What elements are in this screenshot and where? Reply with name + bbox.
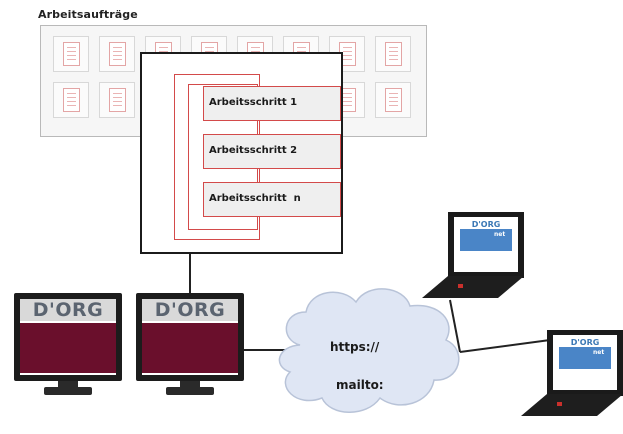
laptop-keyboard xyxy=(422,276,522,298)
work-order-card xyxy=(53,36,89,72)
cloud-label-mailto: mailto: xyxy=(336,378,384,392)
dorg-logo: D'ORG xyxy=(20,299,116,321)
cloud-shape xyxy=(278,288,460,413)
dorg-logo: D'ORG xyxy=(142,299,238,321)
work-step-n: Arbeitsschritt n xyxy=(203,182,341,217)
work-step-2: Arbeitsschritt 2 xyxy=(203,134,341,169)
cloud-label-https: https:// xyxy=(330,340,380,354)
work-order-card xyxy=(375,36,411,72)
work-order-card xyxy=(375,82,411,118)
net-label: net xyxy=(494,231,506,238)
net-label: net xyxy=(593,349,605,356)
work-order-card xyxy=(99,82,135,118)
line-cloud-to-laptop-top xyxy=(449,299,461,353)
dorg-net-logo: D'ORG xyxy=(570,338,600,347)
work-order-card xyxy=(99,36,135,72)
work-order-card xyxy=(53,82,89,118)
dorg-net-logo: D'ORG xyxy=(471,220,501,229)
work-step-1: Arbeitsschritt 1 xyxy=(203,86,341,121)
work-orders-title: Arbeitsaufträge xyxy=(38,8,138,21)
laptop-keyboard xyxy=(521,394,621,416)
line-cloud-to-laptop-bottom xyxy=(459,339,551,353)
